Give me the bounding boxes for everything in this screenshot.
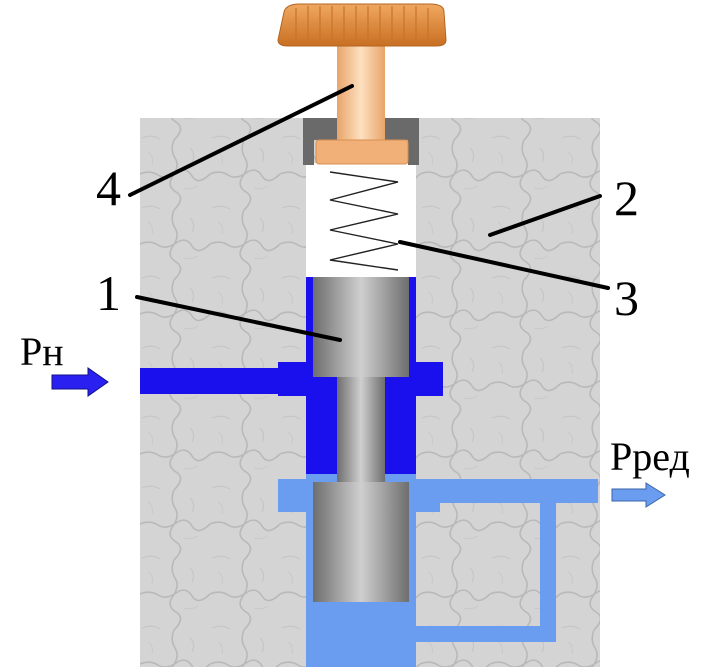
top-cap bbox=[303, 118, 419, 165]
spring bbox=[329, 171, 399, 271]
leader-3 bbox=[398, 240, 610, 290]
label-piston: 1 bbox=[96, 265, 121, 321]
leader-1 bbox=[135, 295, 342, 342]
outlet-arrow bbox=[611, 482, 666, 508]
outlet-channel-wall-lip bbox=[416, 512, 440, 626]
outlet-channel-wall bbox=[440, 503, 540, 626]
knob-knurling bbox=[295, 6, 429, 44]
label-spring: 3 bbox=[614, 270, 639, 326]
piston-lower bbox=[313, 482, 409, 602]
label-body: 2 bbox=[614, 170, 639, 226]
leader-2 bbox=[488, 194, 602, 237]
piston-upper bbox=[313, 277, 409, 377]
label-outlet-pressure: Рред bbox=[610, 434, 690, 479]
label-screw: 4 bbox=[96, 160, 121, 216]
leader-lines bbox=[128, 84, 610, 342]
adjusting-screw-stem bbox=[337, 40, 385, 146]
adjusting-screw-plate bbox=[315, 139, 409, 165]
inlet-arrow bbox=[51, 367, 109, 397]
spring-chamber bbox=[306, 163, 416, 277]
label-inlet-pressure: Рн bbox=[20, 329, 64, 374]
leader-4 bbox=[128, 84, 354, 197]
piston-rod bbox=[337, 377, 385, 482]
adjusting-screw-knob bbox=[277, 3, 447, 47]
